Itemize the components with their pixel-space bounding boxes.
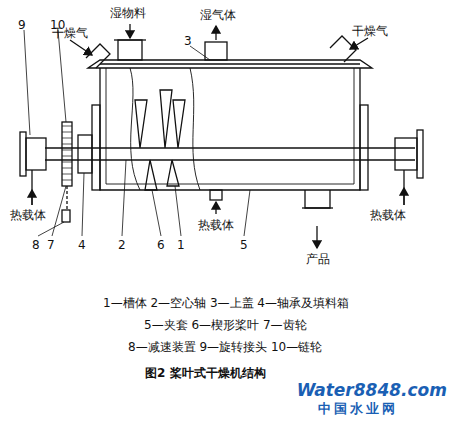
watermark: 中国水业网 xyxy=(318,402,398,416)
callout-number: 6 xyxy=(157,238,165,252)
flow-label: 干燥气 xyxy=(352,24,388,38)
flow-label: 产品 xyxy=(306,252,330,266)
flow-label: 湿气体 xyxy=(200,8,236,22)
flow-label: 热载体 xyxy=(10,208,46,222)
callout-number: 3 xyxy=(184,34,192,48)
watermark: Water8848.com xyxy=(297,380,447,400)
callout-number: 9 xyxy=(18,18,26,32)
parts-list-line: 5—夹套 6—楔形桨叶 7—齿轮 xyxy=(144,318,307,332)
figure-caption: 图2 桨叶式干燥机结构 xyxy=(145,366,266,380)
callout-number: 1 xyxy=(177,238,185,252)
callout-number: 7 xyxy=(47,238,55,252)
callout-number: 2 xyxy=(118,238,126,252)
callout-number: 10 xyxy=(50,18,65,32)
callout-number: 8 xyxy=(32,238,40,252)
parts-list-line: 8—减速装置 9—旋转接头 10—链轮 xyxy=(128,340,322,354)
flow-label: 热载体 xyxy=(198,218,234,232)
flow-label: 热载体 xyxy=(370,208,406,222)
callout-number: 4 xyxy=(78,238,86,252)
callout-number: 5 xyxy=(240,238,248,252)
parts-list-line: 1—槽体 2—空心轴 3—上盖 4—轴承及填料箱 xyxy=(103,296,349,310)
flow-label: 湿物料 xyxy=(110,6,146,20)
